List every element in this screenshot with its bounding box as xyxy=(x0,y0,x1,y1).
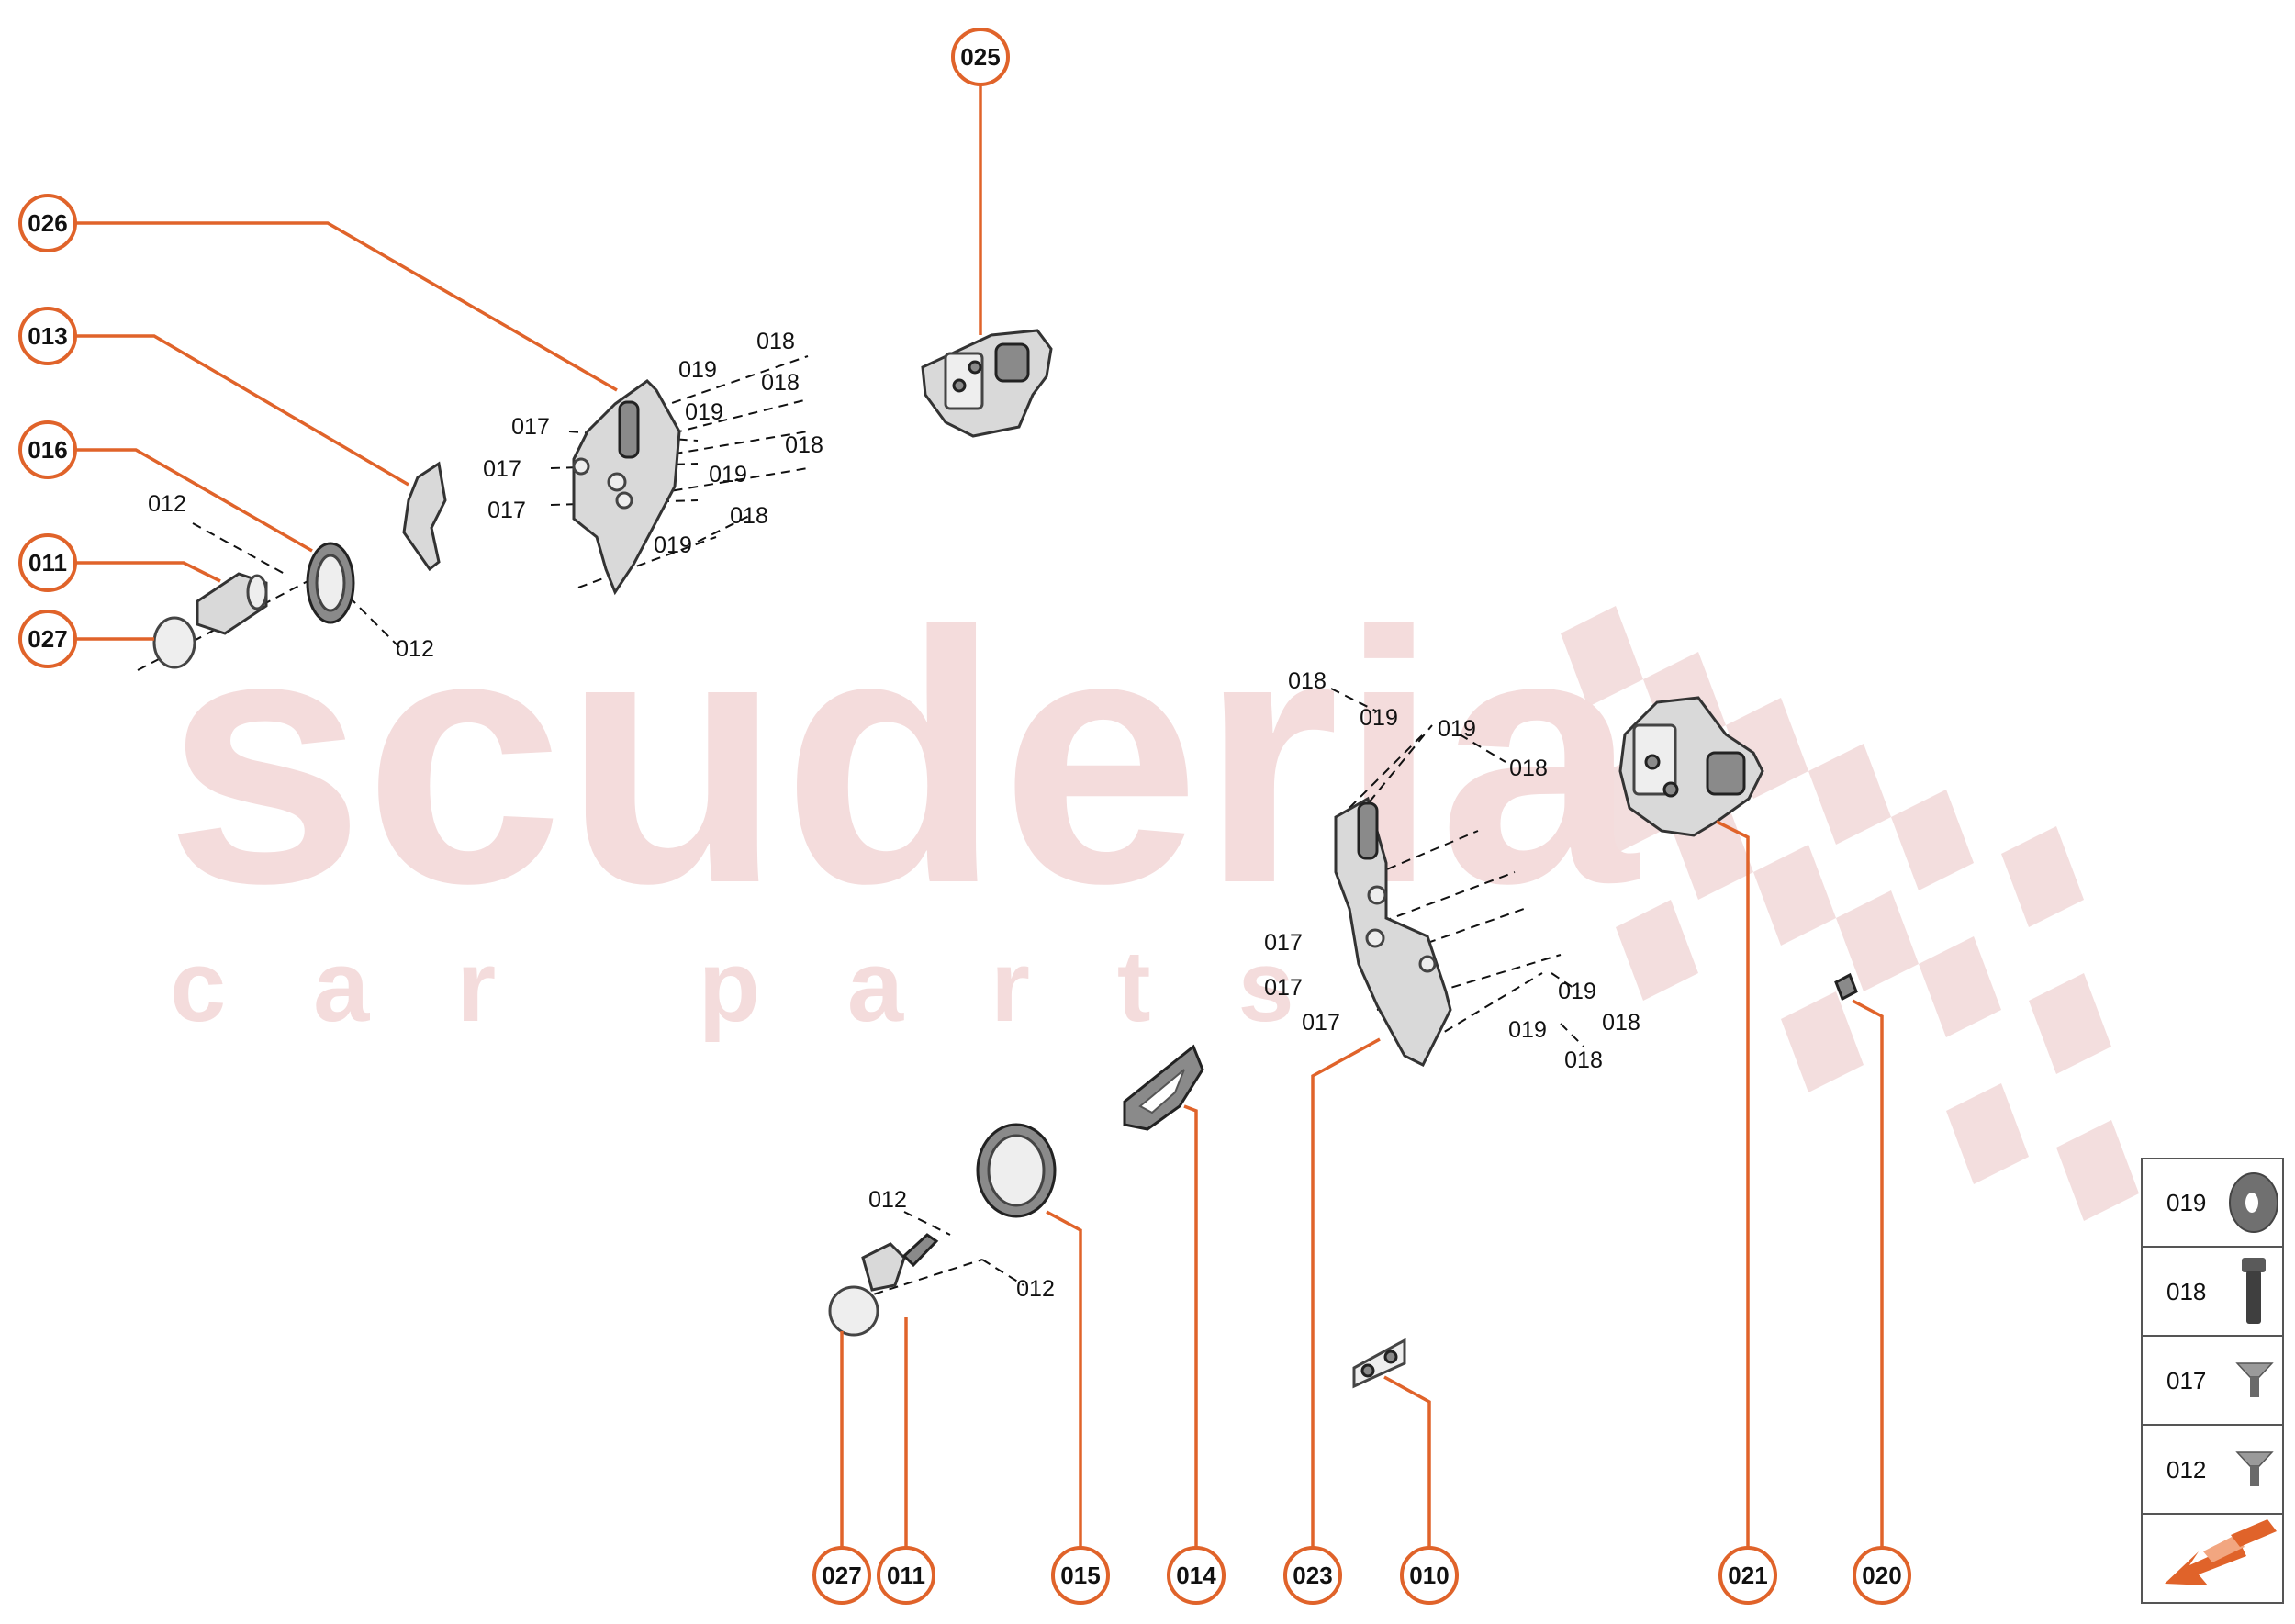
part-021-lock-actuator xyxy=(1618,696,1764,837)
part-011-lower-cylinder xyxy=(861,1233,939,1292)
part-014-gasket xyxy=(1123,1044,1204,1131)
fastener-label: 017 xyxy=(1302,1010,1340,1036)
fastener-label: 018 xyxy=(1509,756,1548,781)
fastener-label: 018 xyxy=(785,432,823,458)
part-016-seal xyxy=(306,542,355,624)
legend-code: 019 xyxy=(2166,1189,2206,1216)
fastener-label: 019 xyxy=(1508,1017,1547,1043)
callout-011-bottom[interactable]: 011 xyxy=(877,1546,935,1605)
callout-label: 020 xyxy=(1862,1562,1901,1589)
callout-015[interactable]: 015 xyxy=(1051,1546,1110,1605)
washer-icon xyxy=(2229,1172,2278,1233)
fastener-label: 017 xyxy=(1264,930,1303,956)
left-assembly-fastener-labels: 012 012 xyxy=(148,491,434,662)
legend-row-019: 019 xyxy=(2166,1172,2278,1233)
callout-021[interactable]: 021 xyxy=(1718,1546,1777,1605)
callout-016[interactable]: 016 xyxy=(18,420,77,479)
fastener-label: 012 xyxy=(868,1187,907,1213)
part-027-plate xyxy=(152,616,196,669)
upper-bracket-fastener-labels: 018 019 018 019 017 017 018 019 017 018 … xyxy=(483,329,823,558)
part-023-bracket xyxy=(1334,796,1452,1068)
callout-020[interactable]: 020 xyxy=(1853,1546,1911,1605)
fastener-label: 018 xyxy=(1564,1047,1603,1073)
watermark-tagline: car parts xyxy=(170,930,1382,1043)
callout-label: 025 xyxy=(960,43,1000,71)
legend-row-012: 012 xyxy=(2166,1451,2274,1486)
legend-row-017: 017 xyxy=(2166,1362,2274,1397)
fastener-label: 017 xyxy=(487,498,526,523)
part-011-cylinder xyxy=(196,572,268,635)
callout-023[interactable]: 023 xyxy=(1283,1546,1342,1605)
countersunk-screw-icon xyxy=(2235,1362,2274,1397)
callout-013[interactable]: 013 xyxy=(18,307,77,365)
callout-label: 023 xyxy=(1293,1562,1332,1589)
fastener-label: 012 xyxy=(396,636,434,662)
part-026-bracket xyxy=(572,379,681,596)
fastener-label: 012 xyxy=(1016,1276,1055,1302)
callout-label: 010 xyxy=(1409,1562,1449,1589)
callout-010[interactable]: 010 xyxy=(1400,1546,1459,1605)
right-bracket-fastener-labels: 018 019 019 018 017 017 017 019 018 019 … xyxy=(1264,668,1640,1073)
callout-027-bottom[interactable]: 027 xyxy=(812,1546,871,1605)
callout-label: 011 xyxy=(887,1562,925,1589)
callout-026[interactable]: 026 xyxy=(18,194,77,252)
watermark: scuderia car parts xyxy=(165,557,2139,1221)
orientation-arrow-icon xyxy=(2165,1519,2277,1585)
part-010-pad xyxy=(1352,1338,1406,1389)
fastener-legend: 019 018 017 012 xyxy=(2141,1158,2284,1604)
fastener-label: 019 xyxy=(1438,716,1476,742)
callout-label: 026 xyxy=(28,209,67,237)
part-015-round-seal xyxy=(976,1123,1057,1218)
lower-left-assembly-fastener-labels: 012 012 xyxy=(868,1187,1055,1302)
fastener-label: 019 xyxy=(709,462,747,487)
parts xyxy=(152,329,1858,1389)
fastener-label: 018 xyxy=(730,503,768,529)
fastener-label: 017 xyxy=(511,414,550,440)
fastener-label: 012 xyxy=(148,491,186,517)
callout-label: 021 xyxy=(1728,1562,1767,1589)
fastener-label: 019 xyxy=(654,532,692,558)
countersunk-screw-icon xyxy=(2235,1451,2274,1486)
fastener-label: 018 xyxy=(1288,668,1327,694)
callout-label: 011 xyxy=(28,549,67,577)
fastener-label: 018 xyxy=(761,370,800,396)
fastener-label: 017 xyxy=(1264,975,1303,1001)
callout-011-left[interactable]: 011 xyxy=(18,533,77,592)
part-020-clip xyxy=(1834,972,1858,1002)
callout-025[interactable]: 025 xyxy=(951,28,1010,86)
fastener-label: 019 xyxy=(1360,705,1398,731)
legend-code: 018 xyxy=(2166,1278,2206,1305)
legend-code: 012 xyxy=(2166,1456,2206,1484)
leader-lines xyxy=(67,76,1884,1556)
callout-label: 015 xyxy=(1060,1562,1100,1589)
part-027-lower-plate xyxy=(828,1285,879,1337)
callout-label: 014 xyxy=(1176,1562,1216,1589)
checkered-flag-watermark xyxy=(1561,606,2139,1221)
watermark-brand: scuderia xyxy=(165,557,1640,958)
part-025-lock-actuator xyxy=(921,329,1053,438)
callout-014[interactable]: 014 xyxy=(1167,1546,1226,1605)
legend-code: 017 xyxy=(2166,1367,2206,1394)
legend-row-018: 018 xyxy=(2166,1258,2266,1324)
callout-label: 013 xyxy=(28,322,67,350)
callout-label: 027 xyxy=(28,625,67,653)
bolt-icon xyxy=(2242,1258,2266,1324)
fastener-label: 018 xyxy=(756,329,795,354)
fastener-label: 018 xyxy=(1602,1010,1640,1036)
callout-label: 016 xyxy=(28,436,67,464)
fastener-label: 017 xyxy=(483,456,521,482)
part-013-clip xyxy=(402,461,447,572)
callout-label: 027 xyxy=(822,1562,861,1589)
callout-027-left[interactable]: 027 xyxy=(18,610,77,668)
fastener-label: 019 xyxy=(685,399,723,425)
fastener-label: 019 xyxy=(678,357,717,383)
fastener-label: 019 xyxy=(1558,979,1596,1004)
